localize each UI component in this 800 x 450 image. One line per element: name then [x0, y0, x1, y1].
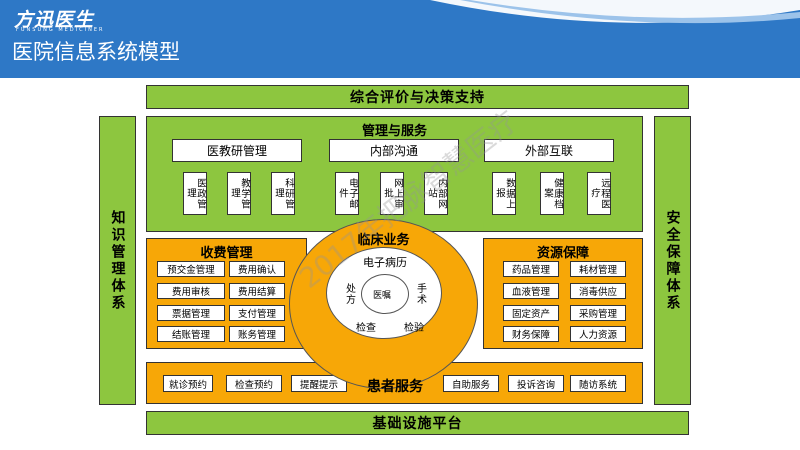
resource-item: 耗材管理	[570, 261, 626, 277]
security-bar: 安全保障体系	[654, 116, 691, 405]
charge-item: 费用审核	[157, 283, 225, 299]
management-group-label: 内部沟通	[329, 139, 459, 162]
management-group-label: 医教研管理	[172, 139, 302, 162]
charge-management-title: 收费管理	[200, 246, 253, 261]
patient-service-title: 患者服务	[367, 379, 423, 395]
resource-item: 人力资源	[570, 326, 626, 342]
charge-item: 账务管理	[229, 326, 285, 342]
management-item: 科研管理	[271, 172, 295, 215]
management-item: 教学管理	[227, 172, 251, 215]
order-circle	[361, 274, 409, 314]
knowledge-management-bar: 知识管理体系	[99, 116, 136, 405]
management-item: 电子邮件	[335, 172, 359, 215]
prescription-label: 处方	[343, 283, 355, 305]
surgery-label: 手术	[414, 283, 426, 305]
clinical-title: 临床业务	[357, 233, 410, 248]
charge-item: 结账管理	[157, 326, 225, 342]
charge-item: 票据管理	[157, 305, 225, 321]
patient-service-item: 提醒提示	[291, 375, 347, 392]
resource-item: 固定资产	[503, 305, 559, 321]
management-item: 内部网站	[424, 172, 448, 215]
resource-title: 资源保障	[536, 246, 589, 261]
resource-item: 采购管理	[570, 305, 626, 321]
infrastructure-bar: 基础设施平台	[146, 411, 689, 435]
charge-item: 费用确认	[229, 261, 285, 277]
management-group-label: 外部互联	[484, 139, 614, 162]
exam-label: 检查	[356, 323, 376, 334]
charge-item: 支付管理	[229, 305, 285, 321]
resource-item: 药品管理	[503, 261, 559, 277]
order-label: 医嘱	[373, 291, 392, 301]
security-label: 安全保障体系	[664, 209, 681, 312]
header-wave-decoration	[0, 0, 800, 78]
emr-label: 电子病历	[363, 256, 407, 269]
management-item: 网上审批	[380, 172, 404, 215]
clinical-inner-circle	[326, 247, 442, 339]
page-title: 医院信息系统模型	[12, 40, 180, 64]
brand-logo-subtitle: FUNSUNG MEDICINER	[16, 27, 105, 33]
management-item: 远程医疗	[587, 172, 611, 215]
resource-item: 血液管理	[503, 283, 559, 299]
header-banner: 方迅医生 FUNSUNG MEDICINER 医院信息系统模型	[0, 0, 800, 78]
patient-service-item: 就诊预约	[163, 375, 213, 392]
resource-item: 财务保障	[503, 326, 559, 342]
management-item: 健康档案	[540, 172, 564, 215]
patient-service-item: 随访系统	[570, 375, 626, 392]
management-title: 管理与服务	[361, 124, 427, 139]
lab-label: 检验	[404, 323, 424, 334]
brand-logo: 方迅医生	[14, 9, 95, 31]
resource-item: 消毒供应	[570, 283, 626, 299]
patient-service-item: 投诉咨询	[508, 375, 564, 392]
patient-service-item: 自助服务	[443, 375, 499, 392]
knowledge-management-label: 知识管理体系	[109, 209, 126, 312]
patient-service-item: 检查预约	[226, 375, 282, 392]
management-item: 医政管理	[183, 172, 207, 215]
management-item: 数据上报	[492, 172, 516, 215]
charge-item: 预交金管理	[157, 261, 225, 277]
charge-item: 费用结算	[229, 283, 285, 299]
decision-support-bar: 综合评价与决策支持	[146, 85, 689, 109]
